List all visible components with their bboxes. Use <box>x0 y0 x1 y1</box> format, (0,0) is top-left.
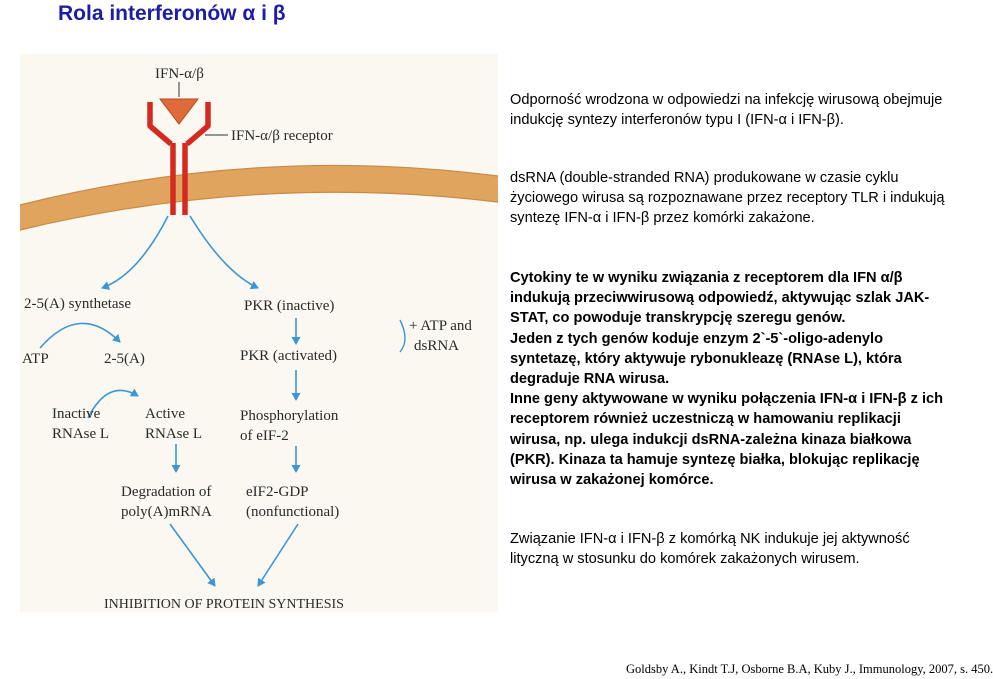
atp-dsrna-label-line2: dsRNA <box>414 338 459 354</box>
receptor-label: IFN-α/β receptor <box>231 128 333 144</box>
inactive-rnase-label-line2: RNAse L <box>52 426 109 442</box>
atp-dsrna-label-line1: + ATP and <box>409 318 472 334</box>
atp-label: ATP <box>22 351 49 367</box>
phosphorylation-label-line1: Phosphorylation <box>240 408 339 424</box>
ifn-receptor <box>147 102 211 215</box>
paragraph-nk-cells: Związanie IFN-α i IFN-β z komórką NK ind… <box>510 531 910 568</box>
eif2gdp-label-line2: (nonfunctional) <box>246 504 339 520</box>
ifn-ligand-triangle <box>158 98 200 125</box>
inactive-rnase-label-line1: Inactive <box>52 406 101 422</box>
membrane-inner-edge <box>19 191 499 231</box>
cell-membrane <box>20 165 498 230</box>
active-rnase-label-line1: Active <box>145 406 185 422</box>
arrow-atp-to-25a <box>39 322 121 349</box>
paragraph-jak-stat: Cytokiny te w wyniku związania z recepto… <box>510 270 930 327</box>
paragraph-dsrna-text: dsRNA (double-stranded RNA) produkowane … <box>510 170 945 227</box>
arrow-degradation-to-inhibition <box>169 523 216 587</box>
membrane-outer-edge <box>19 164 499 206</box>
paragraph-innate-immunity: Odporność wrodzona w odpowiedzi na infek… <box>510 92 943 129</box>
ifn-ligand-label: IFN-α/β <box>155 66 204 82</box>
eif2gdp-label-line1: eIF2-GDP <box>246 484 309 500</box>
active-rnase-label-line2: RNAse L <box>145 426 202 442</box>
ifn-pathway-figure: IFN-α/β IFN-α/β receptor 2-5(A) syntheta… <box>0 40 500 615</box>
paragraph-dsrna: dsRNA (double-stranded RNA) produkowane … <box>510 168 950 229</box>
arrow-cofactor-curve <box>399 319 406 353</box>
paragraph-pkr: Inne geny aktywowane w wyniku połączenia… <box>510 391 944 489</box>
arrow-rnase-activation <box>87 388 139 419</box>
degradation-label-line2: poly(A)mRNA <box>121 504 212 520</box>
arrow-to-synthetase <box>101 215 169 290</box>
arrow-eif2gdp-to-inhibition <box>257 523 299 587</box>
paragraph-cytokines: Cytokiny te w wyniku związania z recepto… <box>510 268 950 490</box>
arrow-to-pkr <box>189 215 259 290</box>
figure-background <box>20 54 498 612</box>
inhibition-label: INHIBITION OF PROTEIN SYNTHESIS <box>104 597 344 612</box>
pathway-diagram: IFN-α/β IFN-α/β receptor 2-5(A) syntheta… <box>19 54 499 612</box>
page-title: Rola interferonów α i β <box>58 2 286 25</box>
citation: Goldsby A., Kindt T.J, Osborne B.A, Kuby… <box>626 662 993 676</box>
pkr-inactive-label: PKR (inactive) <box>244 298 334 314</box>
phosphorylation-label-line2: of eIF-2 <box>240 428 289 444</box>
degradation-label-line1: Degradation of <box>121 484 211 500</box>
synthetase-label: 2-5(A) synthetase <box>24 296 131 312</box>
oligo-label: 2-5(A) <box>104 351 145 367</box>
paragraph-oligoadenylate: Jeden z tych genów koduje enzym 2`-5`-ol… <box>510 330 902 388</box>
pkr-activated-label: PKR (activated) <box>240 348 337 364</box>
